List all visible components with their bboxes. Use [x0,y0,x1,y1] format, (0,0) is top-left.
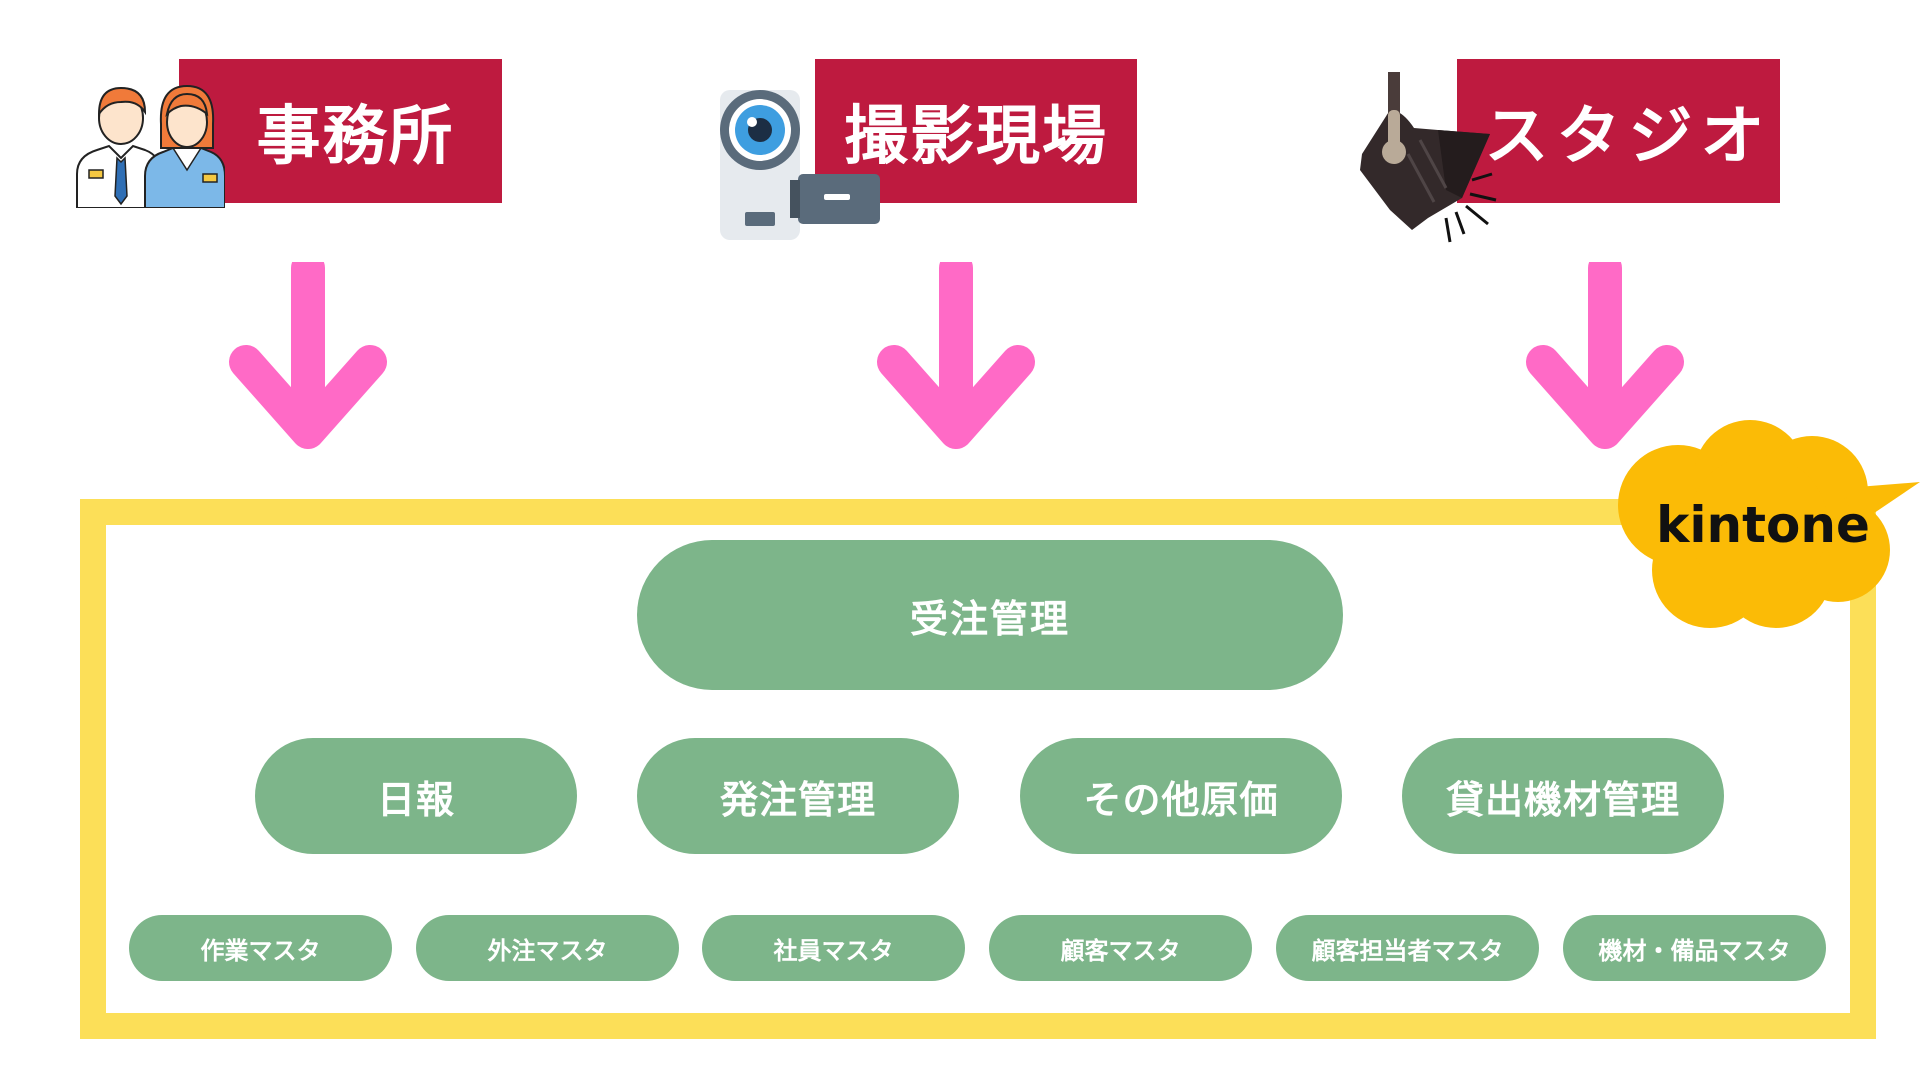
order-management-app: 受注管理 [637,540,1343,690]
other-cost-app: その他原価 [1020,738,1342,854]
down-arrow-studio [1526,262,1684,449]
outsource-master-app: 外注マスタ [416,915,679,981]
daily-report-app: 日報 [255,738,577,854]
rental-equipment-app: 貸出機材管理 [1402,738,1724,854]
kintone-logo-text: kintone [1656,496,1870,554]
video-camera-icon [720,90,880,240]
office-label: 事務所 [179,59,502,203]
kintone-logo-badge: kintone [1618,420,1920,628]
down-arrow-office [229,262,387,449]
studio-label: スタジオ [1457,59,1780,203]
employee-master-app: 社員マスタ [702,915,965,981]
purchase-order-app: 発注管理 [637,738,959,854]
office-workers-icon [76,84,225,208]
work-master-app: 作業マスタ [129,915,392,981]
customer-master-app: 顧客マスタ [989,915,1252,981]
down-arrow-location [877,262,1035,449]
equipment-master-app: 機材・備品マスタ [1563,915,1826,981]
stage-spotlight-icon [1360,72,1497,243]
customer-contact-master-app: 顧客担当者マスタ [1276,915,1539,981]
